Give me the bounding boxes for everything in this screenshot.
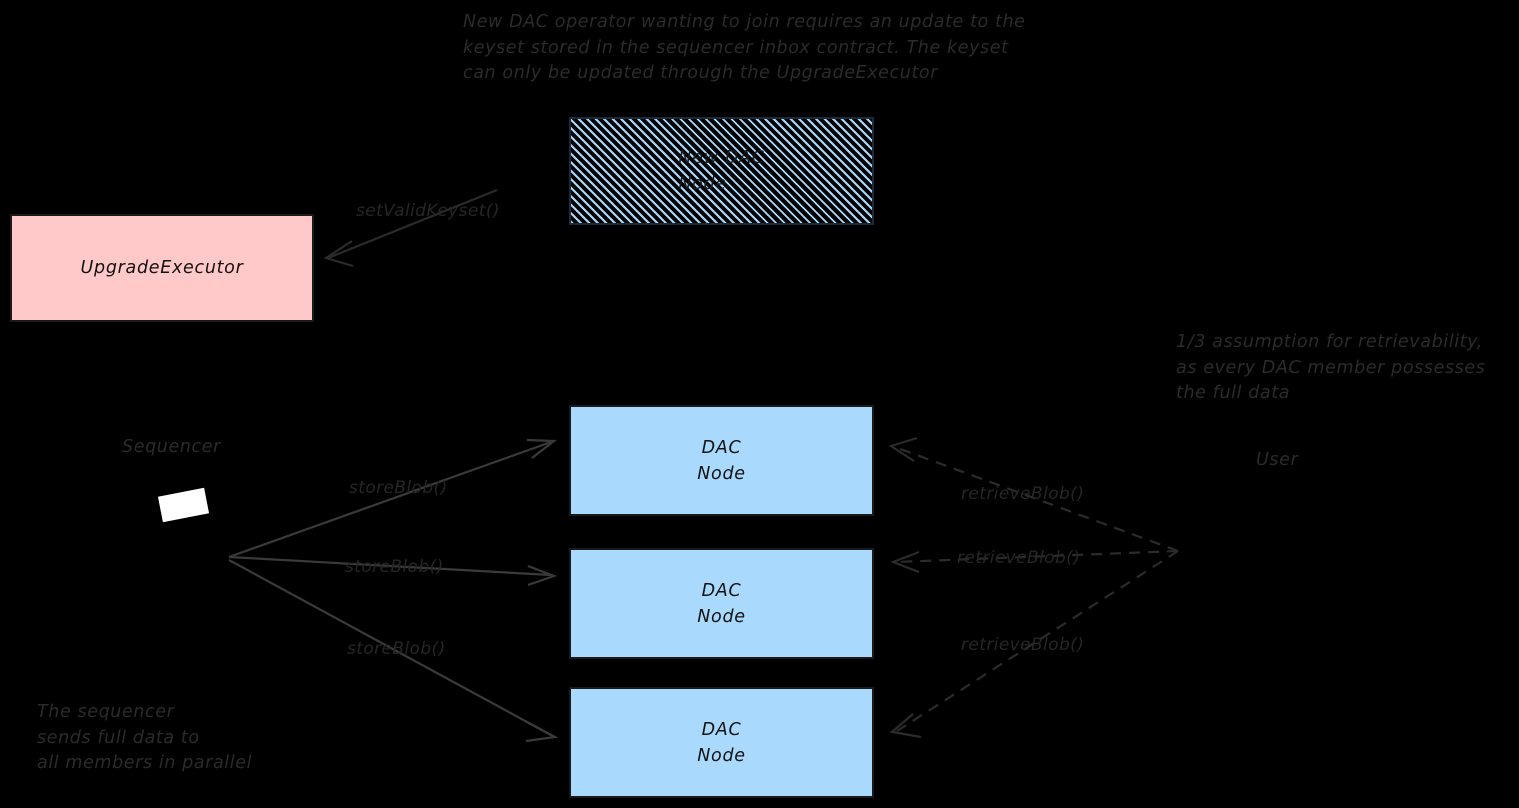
box-dac-node-2[interactable]: DAC Node — [569, 548, 874, 659]
annotation-retrievability: 1/3 assumption for retrievability, as ev… — [1176, 332, 1486, 403]
box-dac-node-3-label: DAC Node — [697, 719, 746, 766]
label-user: User — [1256, 450, 1299, 470]
annotation-keyset-update: New DAC operator wanting to join require… — [463, 12, 1026, 83]
arrow-store-blob-3 — [228, 559, 559, 743]
box-new-dac-node[interactable]: New DAC Node — [569, 117, 874, 225]
edge-label-retrieve-blob-3: retrieveBlob() — [961, 635, 1085, 655]
arrow-retrieve-blob-2 — [889, 549, 1179, 574]
box-dac-node-1[interactable]: DAC Node — [569, 405, 874, 516]
arrow-store-blob-1 — [228, 438, 558, 559]
box-upgrade-executor[interactable]: UpgradeExecutor — [10, 214, 314, 322]
edge-label-set-valid-keyset: setValidKeyset() — [356, 201, 500, 221]
box-dac-node-3[interactable]: DAC Node — [569, 687, 874, 798]
edge-label-store-blob-3: storeBlob() — [347, 639, 446, 659]
box-dac-node-1-label: DAC Node — [697, 437, 746, 484]
arrow-set-valid-keyset — [323, 188, 498, 268]
edge-label-retrieve-blob-2: retrieveBlob() — [957, 548, 1081, 568]
annotation-sequencer-parallel: The sequencer sends full data to all mem… — [37, 702, 253, 773]
arrow-store-blob-2 — [228, 555, 558, 587]
box-dac-node-2-label: DAC Node — [697, 580, 746, 627]
box-new-dac-node-label: New DAC Node — [678, 148, 765, 194]
arrow-retrieve-blob-3 — [889, 550, 1179, 739]
label-sequencer: Sequencer — [122, 437, 221, 457]
arrow-retrieve-blob-1 — [888, 436, 1179, 553]
edge-label-retrieve-blob-1: retrieveBlob() — [961, 484, 1085, 504]
box-upgrade-executor-label: UpgradeExecutor — [80, 258, 244, 278]
edge-label-store-blob-2: storeBlob() — [345, 557, 444, 577]
edge-label-store-blob-1: storeBlob() — [349, 478, 448, 498]
